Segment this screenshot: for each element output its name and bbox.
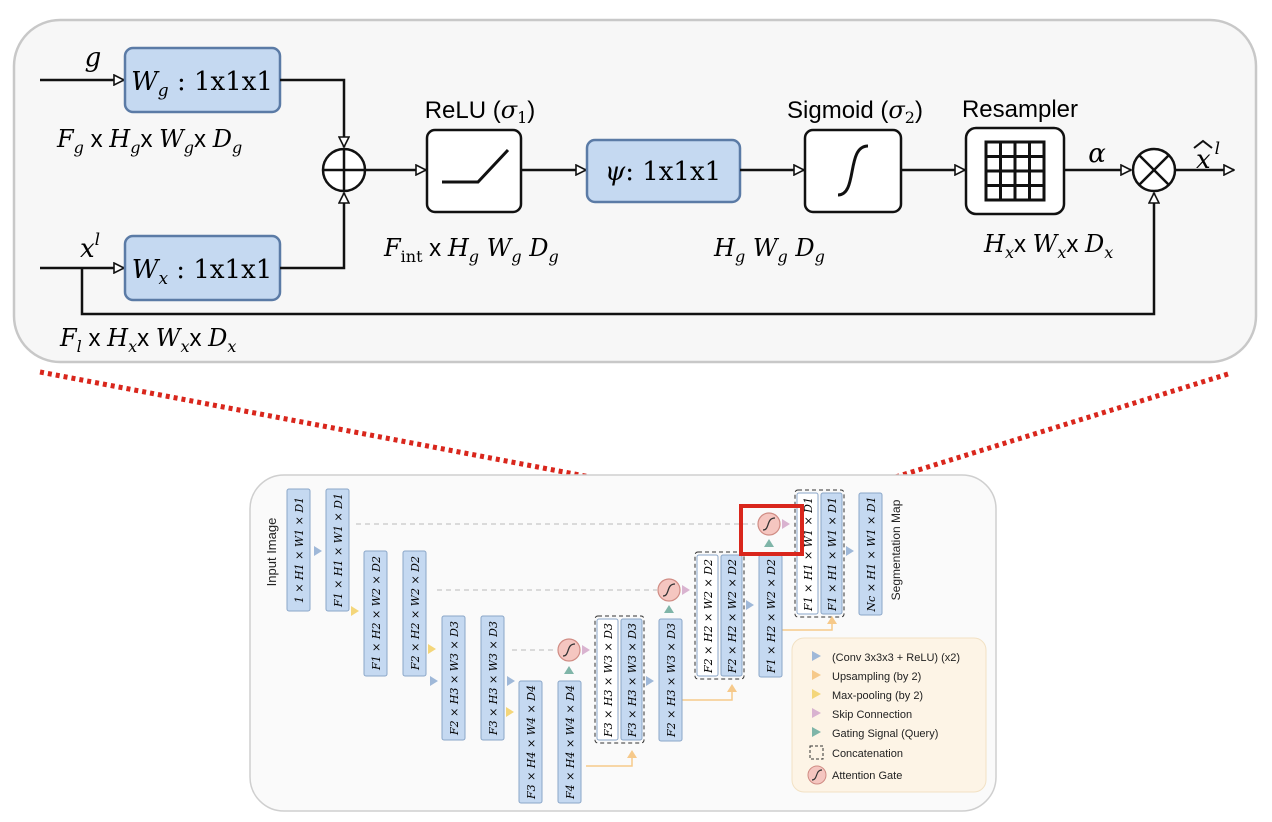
svg-text:F2 × H2 × W2 × D2: F2 × H2 × W2 × D2	[702, 559, 715, 674]
segmentation-map-label: Segmentation Map	[889, 499, 903, 600]
attention-gate-detail-panel: Wg : 1x1x1 Wx : 1x1x1 ReLU (σ1) ψ: 1x1x1	[12, 18, 1258, 364]
wx-conv-label: Wx : 1x1x1	[132, 255, 273, 289]
wg-to-sum-line	[280, 78, 344, 147]
wx-to-sum-line	[280, 193, 344, 270]
feature-block: F2 × H2 × W2 × D2	[696, 554, 719, 677]
gating-arrow-icon	[812, 727, 821, 737]
feature-block: F1 × H1 × W1 × D1	[325, 488, 350, 612]
wg-conv-label: Wg : 1x1x1	[131, 67, 273, 101]
feature-block: Nc × H1 × W1 × D1	[858, 492, 883, 616]
skip-arrow-icon	[812, 708, 821, 718]
legend-gating: Gating Signal (Query)	[832, 728, 938, 740]
feature-block: F4 × H4 × W4 × D4	[557, 680, 582, 804]
pool-arrows	[351, 606, 514, 717]
legend: (Conv 3x3x3 + ReLU) (x2) Upsampling (by …	[791, 637, 987, 793]
feature-block: F2 × H2 × W2 × D2	[402, 550, 427, 677]
alpha-label: α	[1088, 139, 1106, 169]
grid-icon	[984, 140, 1046, 202]
concatenation-box	[594, 615, 645, 744]
sum-node	[321, 147, 367, 193]
feature-block: F3 × H4 × W4 × D4	[518, 680, 543, 804]
concatenation-box	[694, 551, 745, 680]
svg-text:F1 × H1 × W1 × D1: F1 × H1 × W1 × D1	[826, 497, 839, 612]
psi-conv-label: ψ: 1x1x1	[605, 157, 721, 187]
svg-text:F2 × H2 × W2 × D2: F2 × H2 × W2 × D2	[409, 556, 422, 671]
legend-background	[791, 637, 987, 793]
xl-input-label: xl	[80, 230, 100, 264]
upsample-arrow-icon	[812, 670, 821, 680]
sigmoid-label: Sigmoid (σ2)	[787, 96, 923, 127]
svg-text:F2 × H3 × W3 × D3: F2 × H3 × W3 × D3	[448, 621, 461, 736]
sigmoid-icon	[837, 144, 869, 197]
svg-text:F3 × H4 × W4 × D4: F3 × H4 × W4 × D4	[525, 685, 538, 800]
upsample-line-3	[782, 622, 833, 631]
feature-blocks: 1 × H1 × W1 × D1 F1 × H1 × W1 × D1 F1 × …	[286, 488, 883, 804]
svg-text:F3 × H3 × W3 × D3: F3 × H3 × W3 × D3	[626, 623, 639, 738]
feature-block: F1 × H1 × W1 × D1	[820, 492, 843, 615]
attention-unet-overview-panel: 1 × H1 × W1 × D1 F1 × H1 × W1 × D1 F1 × …	[249, 474, 997, 812]
fl-dims-label: Fl x Hxx Wxx Dx	[59, 324, 236, 356]
feature-block: F2 × H3 × W3 × D3	[658, 618, 683, 742]
legend-attention: Attention Gate	[832, 770, 902, 782]
legend-skip: Skip Connection	[832, 709, 912, 721]
svg-text:F1 × H1 × W1 × D1: F1 × H1 × W1 × D1	[802, 497, 815, 612]
relu-label: ReLU (σ1)	[425, 96, 536, 127]
hg-dims-label: Hg Wg Dg	[713, 234, 825, 266]
svg-text:F1 × H2 × W2 × D2: F1 × H2 × W2 × D2	[765, 559, 778, 674]
conv-arrow-icon	[812, 651, 821, 661]
svg-text:F1 × H1 × W1 × D1: F1 × H1 × W1 × D1	[332, 493, 345, 608]
fg-dims-label: Fg x Hgx Wgx Dg	[56, 125, 242, 157]
feature-block: F1 × H2 × W2 × D2	[363, 550, 388, 677]
feature-block: F3 × H3 × W3 × D3	[620, 618, 643, 741]
highlight-box	[739, 504, 804, 556]
svg-text:F3 × H3 × W3 × D3: F3 × H3 × W3 × D3	[602, 623, 615, 738]
maxpool-arrow-icon	[812, 689, 821, 699]
hat-mark	[1193, 139, 1213, 149]
hx-dims-label: Hxx Wxx Dx	[983, 230, 1113, 262]
relu-icon	[442, 148, 510, 184]
feature-block: F3 × H3 × W3 × D3	[596, 618, 619, 741]
attention-gate-icon	[807, 765, 827, 785]
upsample-line-1	[586, 756, 633, 767]
feature-block: F3 × H3 × W3 × D3	[480, 615, 505, 741]
svg-text:Nc × H1 × W1 × D1: Nc × H1 × W1 × D1	[865, 496, 878, 612]
attention-gate-node	[757, 512, 790, 547]
input-image-label: Input Image	[264, 518, 279, 587]
feature-block: F2 × H3 × W3 × D3	[441, 615, 466, 741]
legend-maxpool: Max-pooling (by 2)	[832, 690, 923, 702]
relu-box	[425, 128, 523, 214]
legend-upsampling: Upsampling (by 2)	[832, 671, 921, 683]
upsample-arrows	[627, 616, 837, 758]
svg-text:F2 × H3 × W3 × D3: F2 × H3 × W3 × D3	[665, 623, 678, 738]
svg-text:F1 × H2 × W2 × D2: F1 × H2 × W2 × D2	[370, 556, 383, 671]
multiply-node	[1131, 147, 1177, 193]
resampler-label: Resampler	[962, 96, 1078, 123]
conv-arrows	[314, 546, 854, 686]
legend-concat: Concatenation	[832, 748, 903, 760]
svg-text:F2 × H2 × W2 × D2: F2 × H2 × W2 × D2	[726, 559, 739, 674]
upsample-line-2	[659, 690, 733, 701]
attention-gate-node	[657, 578, 690, 613]
g-input-label: g	[85, 43, 102, 73]
concatenation-icon	[809, 745, 824, 760]
fint-dims-label: Fint x Hg Wg Dg	[383, 234, 559, 266]
svg-text:F3 × H3 × W3 × D3: F3 × H3 × W3 × D3	[487, 621, 500, 736]
attention-gate-node	[557, 638, 590, 674]
x-skip-line	[80, 193, 1154, 316]
legend-conv: (Conv 3x3x3 + ReLU) (x2)	[832, 652, 960, 664]
feature-block: F1 × H2 × W2 × D2	[758, 554, 783, 678]
feature-block: F2 × H2 × W2 × D2	[720, 554, 743, 677]
feature-block: 1 × H1 × W1 × D1	[286, 488, 311, 612]
svg-text:1 × H1 × W1 × D1: 1 × H1 × W1 × D1	[293, 497, 306, 603]
svg-text:F4 × H4 × W4 × D4: F4 × H4 × W4 × D4	[564, 685, 577, 800]
